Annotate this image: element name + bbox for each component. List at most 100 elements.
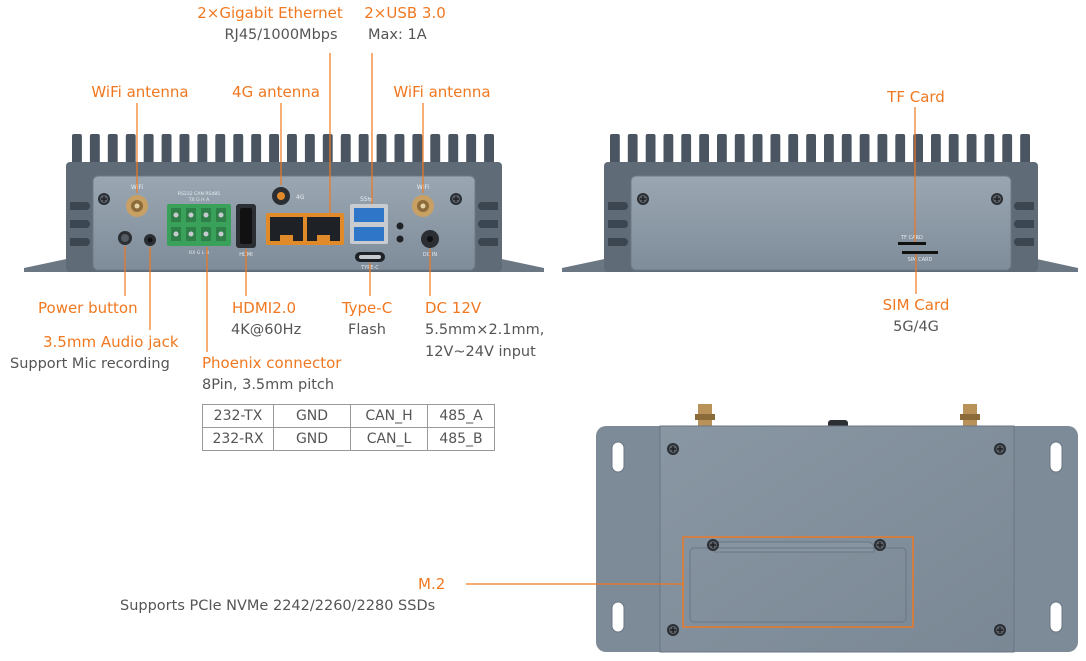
heatsink-fin	[340, 134, 351, 166]
table-cell: 232-RX	[202, 427, 274, 451]
ethernet-ports	[266, 213, 344, 245]
mark-4g: 4G	[296, 194, 305, 201]
wifi-antenna-left-label: WiFi antenna	[91, 83, 189, 101]
table-cell: GND	[273, 427, 351, 451]
heatsink-fin	[466, 134, 477, 166]
phoenix-pin-screw	[173, 231, 179, 237]
rear-panel	[630, 175, 1012, 271]
mark-top-pins: RS232 CAN RS485	[178, 191, 221, 197]
heatsink-fin	[806, 134, 816, 166]
usb3-ports	[350, 204, 388, 244]
heatsink-fin	[412, 134, 423, 166]
typec-sublabel: Flash	[348, 322, 386, 338]
heatsink-fin	[72, 134, 82, 166]
sim-card-slot	[902, 251, 938, 254]
heatsink-fin	[304, 134, 315, 166]
dc-jack	[421, 230, 439, 248]
heatsink-fin	[824, 134, 834, 166]
dc-label: DC 12V	[425, 299, 482, 317]
table-cell: 485_A	[427, 404, 495, 428]
phoenix-pin-table: 232-TX GND CAN_H 485_A 232-RX GND CAN_L …	[202, 404, 495, 451]
heatsink-fin	[931, 134, 941, 166]
heatsink-fin	[770, 134, 781, 166]
m2-sublabel: Supports PCIe NVMe 2242/2260/2280 SSDs	[120, 598, 436, 614]
power-button	[118, 231, 132, 245]
heatsink-fin	[895, 134, 906, 166]
phoenix-sublabel: 8Pin, 3.5mm pitch	[202, 377, 335, 393]
antenna-4g-label: 4G antenna	[232, 83, 320, 101]
table-cell: 232-TX	[202, 404, 274, 428]
hdmi-port	[236, 204, 256, 248]
table-cell: GND	[273, 404, 351, 428]
wifi-antenna-right-label: WiFi antenna	[393, 83, 491, 101]
heatsink-fin	[107, 134, 118, 166]
phoenix-pin-screw	[188, 212, 194, 218]
leader-lines	[124, 53, 917, 585]
ethernet-label: 2×Gigabit Ethernet	[197, 4, 343, 22]
bottom-view	[596, 404, 1078, 653]
heatsink-fin	[394, 134, 405, 166]
heatsink-fin	[161, 134, 172, 166]
m2-label: M.2	[418, 575, 446, 593]
heatsink-fin	[627, 134, 638, 166]
heatsink-fin	[287, 134, 297, 166]
heatsink-fin	[841, 134, 852, 166]
phoenix-table-row: 232-TX GND CAN_H 485_A	[202, 404, 495, 428]
heatsink-fin	[125, 134, 136, 166]
audio-jack-label: 3.5mm Audio jack	[43, 333, 179, 351]
hdmi-label: HDMI2.0	[232, 299, 297, 317]
heatsink-fin	[859, 134, 870, 166]
m2-highlight-box	[682, 536, 914, 628]
sim-card-label: SIM Card	[882, 296, 950, 314]
heatsink-fin	[269, 134, 279, 166]
mark-top-pins2: TX G H A	[188, 197, 210, 203]
mark-tf-card: TF CARD	[900, 235, 923, 241]
wifi-antenna-right-connector	[412, 195, 434, 217]
heatsink-fin	[322, 134, 333, 166]
heatsink-fin	[430, 134, 441, 166]
heatsink-fin	[1020, 134, 1030, 166]
heatsink-fin	[448, 134, 459, 166]
heatsink-fins-rear	[610, 134, 1030, 166]
audio-jack	[144, 234, 156, 246]
antenna-4g-connector	[272, 187, 290, 205]
dc-sublabel-2: 12V~24V input	[425, 344, 536, 360]
heatsink-fin	[233, 134, 244, 166]
mark-bot-pins: RX G L B	[189, 250, 209, 256]
heatsink-fin	[717, 134, 727, 166]
heatsink-fin	[610, 134, 620, 166]
phoenix-pin-screw	[188, 231, 194, 237]
front-view: WiFi WiFi 4G SS⇆ RS232 CAN RS485 TX G H …	[24, 134, 544, 272]
heatsink-fin	[948, 134, 959, 166]
heatsink-fin	[484, 134, 494, 166]
sim-card-sublabel: 5G/4G	[893, 319, 939, 335]
heatsink-fin	[251, 134, 262, 166]
heatsink-fin	[663, 134, 674, 166]
heatsink-fin	[877, 134, 888, 166]
typec-label: Type-C	[341, 299, 393, 317]
tf-card-label: TF Card	[887, 88, 945, 106]
ethernet-sublabel: RJ45/1000Mbps	[224, 27, 338, 43]
tf-card-slot	[898, 242, 926, 245]
usb-label: 2×USB 3.0	[364, 4, 446, 22]
heatsink-fin	[913, 134, 923, 166]
phoenix-terminal	[167, 204, 231, 246]
mark-ss: SS⇆	[360, 196, 373, 203]
table-cell: CAN_H	[350, 404, 428, 428]
phoenix-table-row: 232-RX GND CAN_L 485_B	[202, 427, 495, 451]
heatsink-fin	[376, 134, 387, 166]
heatsink-fin	[1002, 134, 1013, 166]
table-cell: 485_B	[427, 427, 495, 451]
audio-jack-sublabel: Support Mic recording	[10, 356, 170, 372]
heatsink-fin	[699, 134, 709, 166]
dc-sublabel-1: 5.5mm×2.1mm,	[425, 322, 545, 338]
heatsink-fin	[143, 134, 154, 166]
heatsink-fin	[89, 134, 100, 166]
phoenix-label: Phoenix connector	[202, 354, 342, 372]
heatsink-fin	[358, 134, 369, 166]
heatsink-fin	[752, 134, 763, 166]
heatsink-fin	[984, 134, 995, 166]
heatsink-fin	[179, 134, 190, 166]
phoenix-pin-screw	[218, 231, 224, 237]
